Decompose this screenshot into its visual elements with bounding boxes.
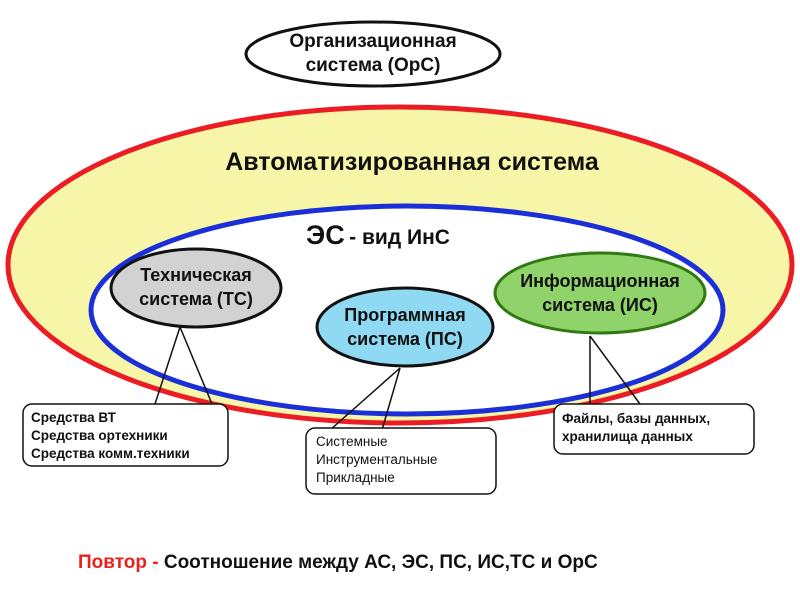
ts-callout-box [22,403,229,467]
ps-callout-item-3: Прикладные [316,470,395,485]
automated-system-title: Автоматизированная система [225,148,600,176]
ps-ellipse [315,286,495,368]
ps-callout-item-1: Системные [316,434,388,449]
ors-label-line1: Организационная [289,31,456,52]
is-label-line2: система (ИС) [542,295,658,315]
caption-text: Соотношение между АС, ЭС, ПС, ИС,ТС и Ор… [163,552,598,573]
is-callout-item-1: Файлы, базы данных, [562,411,710,426]
ps-callout-connector-left [329,367,401,431]
caption-prefix: Повтор [78,552,147,573]
is-callout-connector-right [589,335,641,405]
is-label-line1: Информационная [520,271,680,291]
es-title-rest: - вид ИнС [349,226,450,249]
ps-callout-box [305,427,497,495]
ors-ellipse [244,20,502,88]
ps-callout-connector-right [381,367,401,431]
ors-label-line2: система (ОрС) [306,55,441,76]
ts-callout-item-3: Средства комм.техники [31,446,190,461]
is-callout-box [553,403,755,455]
is-ellipse [493,251,707,335]
ts-callout-item-1: Средства ВТ [31,410,117,425]
ts-callout-item-2: Средства ортехники [31,428,168,443]
ps-callout-item-2: Инструментальные [316,452,437,467]
es-title-main: ЭС [306,220,345,250]
ts-callout-connector-left [154,326,181,405]
ps-label-line2: система (ПС) [347,329,463,349]
ps-label-line1: Программная [344,305,465,325]
ts-label-line2: система (ТС) [139,289,253,309]
ts-callout-connector-right [179,326,213,405]
ts-ellipse [109,247,283,329]
caption-dash: - [146,552,164,573]
ts-label-line1: Техническая [140,265,252,285]
slide-caption: Повтор - Соотношение между АС, ЭС, ПС, И… [78,552,758,578]
es-title: ЭС - вид ИнС [306,220,450,250]
is-callout-item-2: хранилища данных [562,429,693,444]
